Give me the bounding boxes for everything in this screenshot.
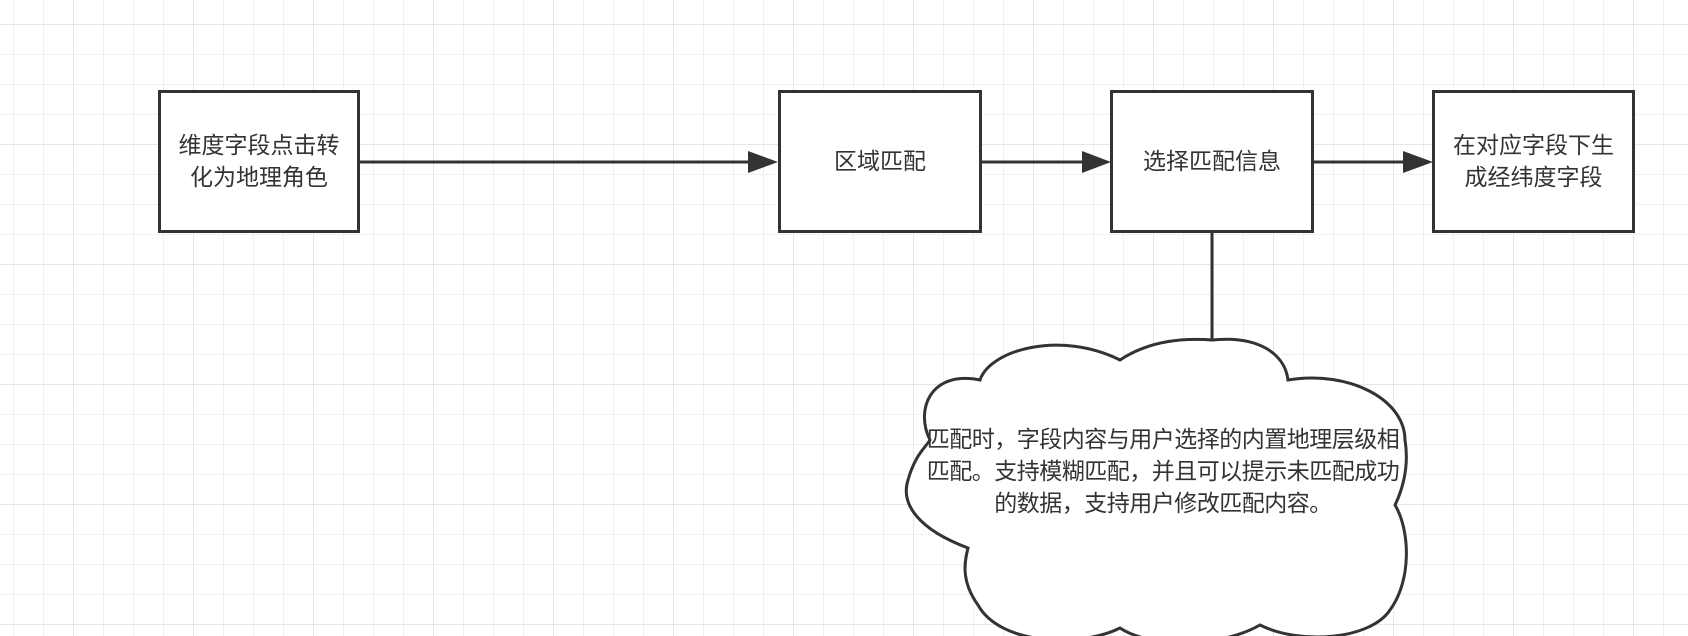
node-region-match[interactable]: 区域匹配 xyxy=(778,90,982,233)
node-select-match-info[interactable]: 选择匹配信息 xyxy=(1110,90,1314,233)
arrowhead-n2-n3 xyxy=(1082,151,1111,173)
cloud-shape[interactable] xyxy=(904,337,1408,636)
node-geo-role[interactable]: 维度字段点击转化为地理角色 xyxy=(158,90,360,233)
node-label: 维度字段点击转化为地理角色 xyxy=(178,132,340,191)
arrowhead-n3-n4 xyxy=(1403,151,1433,173)
node-label: 选择匹配信息 xyxy=(1143,148,1281,175)
cloud-note-text: 匹配时，字段内容与用户选择的内置地理层级相匹配。支持模糊匹配，并且可以提示未匹配… xyxy=(926,427,1400,517)
arrowhead-n1-n2 xyxy=(748,151,778,173)
node-label: 区域匹配 xyxy=(834,148,926,175)
node-label: 在对应字段下生成经纬度字段 xyxy=(1453,132,1614,191)
node-generate-latlng[interactable]: 在对应字段下生成经纬度字段 xyxy=(1432,90,1635,233)
